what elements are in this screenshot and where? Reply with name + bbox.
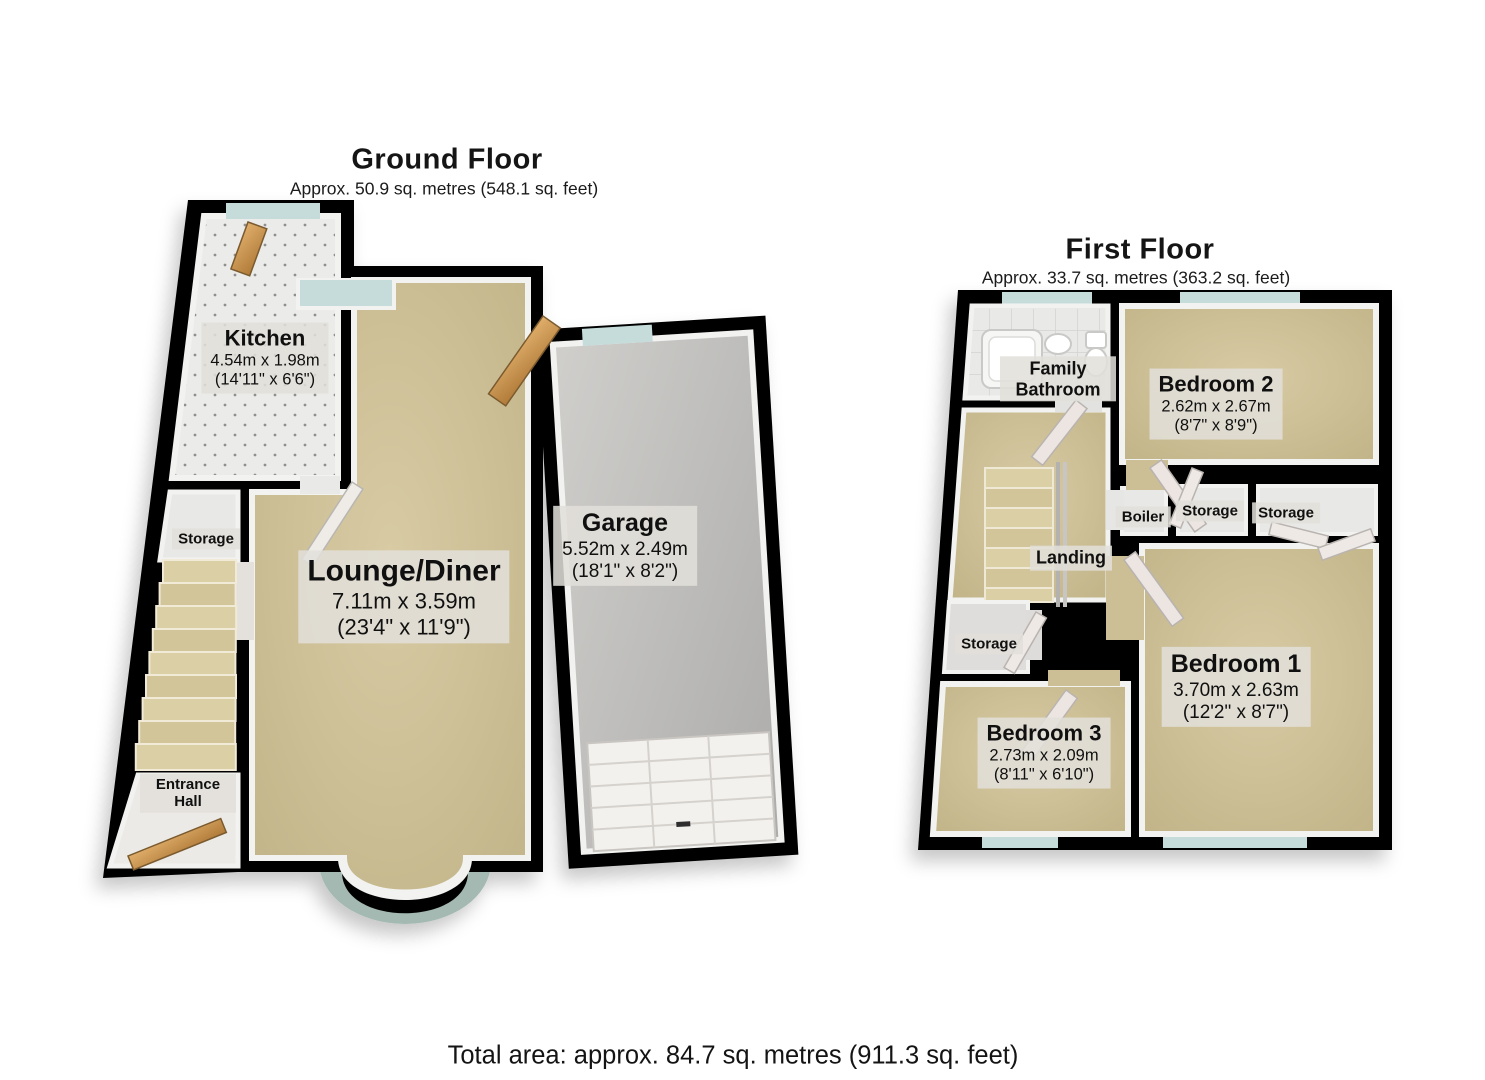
storage-right-label: Storage	[1252, 502, 1320, 524]
bathroom-door	[1030, 398, 1089, 467]
garage-label: Garage 5.52m x 2.49m (18'1" x 8'2")	[553, 505, 697, 587]
landing-label: Landing	[1030, 545, 1112, 571]
storage-lower-label: Storage	[955, 633, 1023, 655]
gf-stairs	[134, 559, 238, 771]
family-bathroom-label: Family Bathroom	[1000, 356, 1116, 402]
first-floor-title: First Floor	[1065, 233, 1215, 266]
kitchen-window	[226, 203, 320, 219]
bedroom1-door	[1122, 550, 1185, 628]
kitchen-label: Kitchen 4.54m x 1.98m (14'11" x 6'6")	[201, 322, 329, 394]
gf-storage-label: Storage	[172, 528, 240, 550]
ground-floor-title: Ground Floor	[351, 143, 543, 176]
bedroom1-label: Bedroom 1 3.70m x 2.63m (12'2" x 8'7")	[1161, 646, 1311, 728]
hall-doorway	[236, 562, 254, 640]
lounge-diner-label: Lounge/Diner 7.11m x 3.59m (23'4" x 11'9…	[298, 550, 510, 644]
boiler-label: Boiler	[1115, 506, 1171, 528]
entrance-hall-label: Entrance Hall	[140, 773, 236, 813]
kitchen-doorway	[300, 476, 340, 494]
side-door	[487, 314, 562, 407]
total-area-text: Total area: approx. 84.7 sq. metres (911…	[447, 1041, 1019, 1070]
garage-door-handle	[676, 821, 691, 828]
front-door	[127, 817, 228, 871]
ff-stairs	[984, 467, 1054, 603]
first-floor-subtitle: Approx. 33.7 sq. metres (363.2 sq. feet)	[981, 267, 1291, 288]
kitchen-back-door	[229, 221, 268, 277]
garage-block	[535, 315, 799, 869]
storage-right-doors	[1267, 521, 1377, 562]
bedroom2-label: Bedroom 2 2.62m x 2.67m (8'7" x 8'9")	[1149, 368, 1283, 440]
storage-mid-label: Storage	[1176, 500, 1244, 522]
stair-rail	[1056, 462, 1067, 607]
ground-floor-subtitle: Approx. 50.9 sq. metres (548.1 sq. feet)	[289, 178, 599, 199]
sink	[1044, 333, 1072, 355]
garage-door	[586, 731, 777, 853]
bedroom3-label: Bedroom 3 2.73m x 2.09m (8'11" x 6'10")	[977, 717, 1111, 789]
bedroom3-doorway	[1048, 670, 1120, 686]
garage-window	[581, 324, 653, 346]
lounge-window	[296, 278, 396, 310]
gf-storage-floor	[157, 489, 241, 563]
